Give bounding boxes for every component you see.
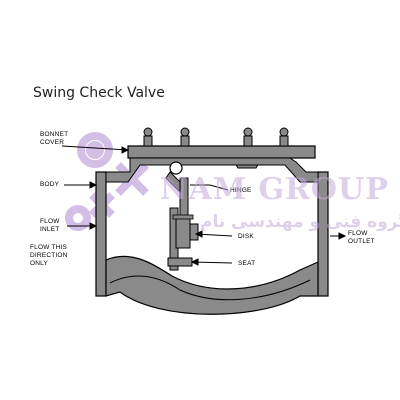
bolt	[243, 127, 253, 147]
bolt	[180, 127, 190, 147]
label-hinge: HINGE	[230, 187, 252, 194]
label-body: BODY	[40, 181, 60, 188]
diagram-title: Swing Check Valve	[33, 85, 165, 101]
leader-lines	[61, 145, 347, 266]
valve-body	[95, 157, 329, 315]
label-flow-inlet: FLOW INLET	[40, 218, 60, 233]
label-flow-direction: FLOW THIS DIRECTION ONLY	[30, 244, 68, 267]
label-seat: SEAT	[238, 260, 256, 267]
bolt	[143, 127, 153, 147]
label-bonnet-cover: BONNET COVER	[40, 131, 69, 146]
watermark-brand: NAM GROUP	[160, 172, 389, 207]
disk	[172, 214, 199, 249]
label-flow-outlet: FLOW OUTLET	[348, 230, 375, 245]
watermark-tagline: گروه فنی و مهندسی نام	[200, 212, 400, 232]
label-disk: DISK	[238, 233, 254, 240]
bolt	[279, 127, 289, 147]
watermark-logo	[65, 132, 149, 231]
